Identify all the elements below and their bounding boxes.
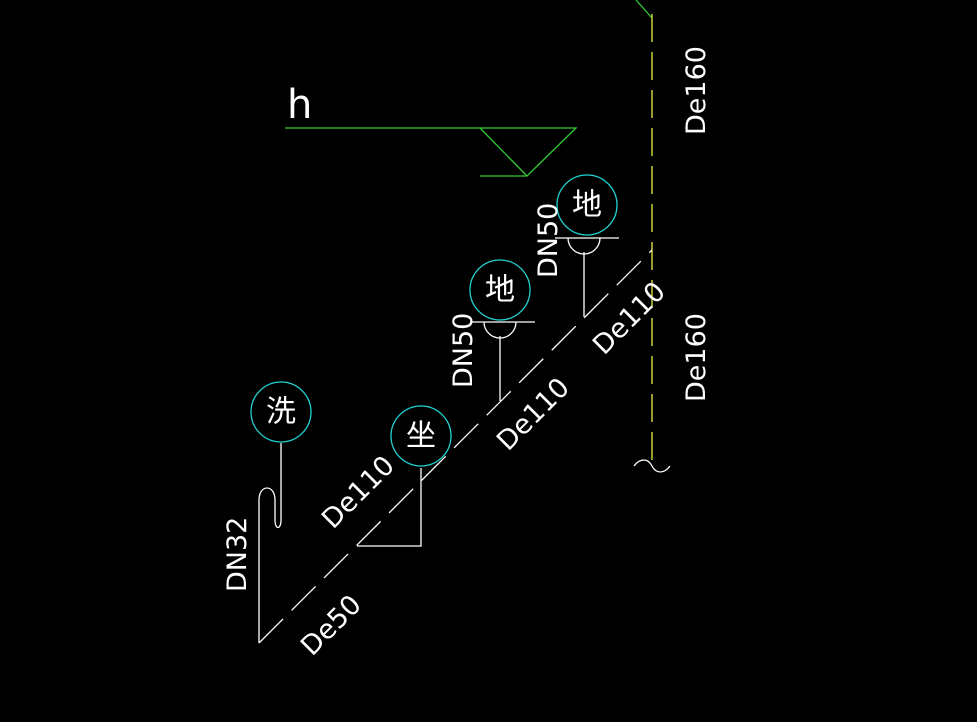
label-de50: De50 bbox=[295, 589, 368, 662]
floor-drain-2-trap bbox=[555, 237, 619, 255]
floor-drain-branch-1: 地 DN50 De110 bbox=[448, 259, 576, 457]
elevation-marker-line bbox=[285, 127, 578, 177]
washbasin-drop-pipe bbox=[258, 443, 282, 643]
fixture-toilet: 坐 bbox=[390, 405, 452, 467]
label-dn50-a: DN50 bbox=[448, 313, 479, 388]
stack-top-branch bbox=[635, 0, 653, 19]
floor-drain-1-symbol: 地 bbox=[485, 273, 515, 308]
main-drain-pipe bbox=[258, 249, 653, 644]
label-de110-c: De110 bbox=[587, 276, 672, 361]
floor-drain-1-trap bbox=[470, 321, 535, 339]
fixture-washbasin: 洗 bbox=[250, 381, 312, 443]
toilet-symbol: 坐 bbox=[406, 419, 436, 454]
label-de160-bottom: De160 bbox=[681, 313, 712, 402]
floor-drain-1-bubble bbox=[469, 259, 531, 321]
toilet-branch: 坐 De110 bbox=[316, 405, 452, 547]
label-de160-top: De160 bbox=[681, 46, 712, 135]
fixture-floor-drain-1: 地 bbox=[469, 259, 531, 321]
label-dn32: DN32 bbox=[222, 517, 253, 592]
floor-drain-branch-2: 地 DN50 De110 bbox=[533, 174, 672, 361]
vertical-stack: De160 De160 bbox=[633, 0, 712, 473]
main-drain-line bbox=[258, 249, 653, 644]
fixture-floor-drain-2: 地 bbox=[556, 174, 618, 236]
washbasin-symbol: 洗 bbox=[266, 395, 296, 430]
toilet-bubble bbox=[390, 405, 452, 467]
washbasin-bubble bbox=[250, 381, 312, 443]
label-de110-a: De110 bbox=[316, 450, 401, 535]
toilet-drop-pipe bbox=[357, 468, 422, 547]
floor-drain-2-bubble bbox=[556, 174, 618, 236]
elevation-marker-label: h bbox=[287, 82, 312, 128]
elevation-marker: h bbox=[285, 82, 578, 177]
label-de110-b: De110 bbox=[491, 372, 576, 457]
stack-break-symbol bbox=[633, 459, 671, 473]
floor-drain-2-symbol: 地 bbox=[572, 188, 602, 223]
label-dn50-b: DN50 bbox=[533, 203, 564, 278]
